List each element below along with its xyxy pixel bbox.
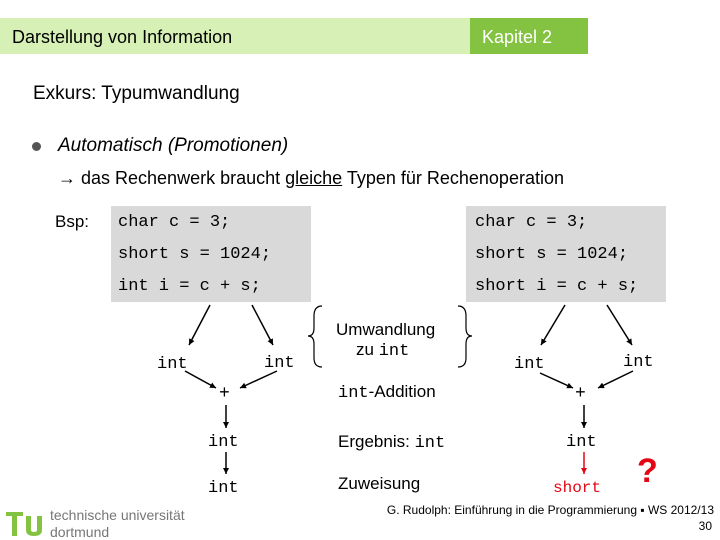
- code-box-right: [466, 206, 666, 302]
- bullet-icon: [32, 142, 41, 151]
- university-name-line2: dortmund: [50, 524, 110, 540]
- conversion-type: int: [378, 342, 410, 361]
- explanation-line: → das Rechenwerk braucht gleiche Typen f…: [58, 168, 564, 189]
- tu-logo-icon: [6, 512, 42, 536]
- question-mark-warning: ?: [637, 452, 658, 490]
- left-tree-arrows: [184, 304, 278, 474]
- conversion-target: zu int: [356, 340, 409, 361]
- code-line-left-2: short s = 1024;: [118, 245, 272, 264]
- left-operand-int-1: int: [157, 355, 188, 374]
- result-label: Ergebnis: int: [338, 432, 445, 453]
- right-operand-int-2: int: [623, 353, 654, 372]
- right-operand-int-1: int: [514, 355, 545, 374]
- arrow-right-to-plus-a: [539, 372, 574, 389]
- addition-label: int-Addition: [338, 382, 436, 403]
- code-line-left-1: char c = 3;: [118, 213, 231, 232]
- arrow-left-c: [188, 304, 211, 346]
- header-section-title: Darstellung von Information: [12, 27, 233, 47]
- bullet-text: Automatisch (Promotionen): [58, 135, 289, 156]
- result-text: Ergebnis:: [338, 432, 410, 451]
- code-line-left-3: int i = c + s;: [118, 277, 261, 296]
- explanation-suffix: Typen für Rechenoperation: [342, 168, 564, 188]
- left-result-int: int: [208, 433, 239, 452]
- arrow-left-s: [251, 304, 274, 346]
- arrow-right-to-plus-b: [597, 370, 634, 389]
- code-box-left: [111, 206, 311, 302]
- addition-text: -Addition: [368, 382, 436, 401]
- example-label: Bsp:: [55, 212, 90, 231]
- slide-title: Exkurs: Typumwandlung: [33, 83, 240, 104]
- assignment-label: Zuweisung: [338, 474, 421, 493]
- header-chapter-bar: [470, 18, 588, 54]
- footer-credit: G. Rudolph: Einführung in die Programmie…: [386, 503, 714, 517]
- university-name-line1: technische universität: [50, 507, 185, 523]
- arrow-left-to-plus-b: [239, 370, 278, 389]
- conversion-label: Umwandlung: [336, 320, 436, 339]
- result-type: int: [414, 434, 446, 453]
- addition-type: int: [338, 384, 369, 403]
- left-plus-operator: +: [219, 384, 230, 404]
- code-line-right-1: char c = 3;: [475, 213, 588, 232]
- left-operand-int-2: int: [264, 354, 295, 373]
- right-plus-circle: [573, 383, 595, 405]
- left-plus-circle: [217, 383, 239, 405]
- right-assigned-short: short: [553, 479, 602, 497]
- right-result-int: int: [566, 433, 597, 452]
- header-chapter-label: Kapitel 2: [482, 27, 553, 47]
- right-brace-icon: [457, 305, 473, 368]
- right-tree-arrows: [539, 304, 634, 428]
- arrow-left-to-plus-a: [184, 370, 217, 389]
- right-plus-operator: +: [575, 384, 586, 404]
- arrow-right-s: [606, 304, 633, 346]
- code-line-right-2: short s = 1024;: [475, 245, 629, 264]
- left-brace-icon: [307, 305, 323, 368]
- header-section-bar: [0, 18, 470, 54]
- conversion-zu: zu: [356, 340, 374, 359]
- left-assigned-int: int: [208, 479, 239, 498]
- explanation-prefix: → das Rechenwerk braucht: [58, 168, 286, 188]
- page-number: 30: [698, 519, 712, 533]
- explanation-emphasis: gleiche: [285, 168, 343, 188]
- arrow-right-c: [540, 304, 566, 346]
- code-line-right-3: short i = c + s;: [475, 277, 639, 296]
